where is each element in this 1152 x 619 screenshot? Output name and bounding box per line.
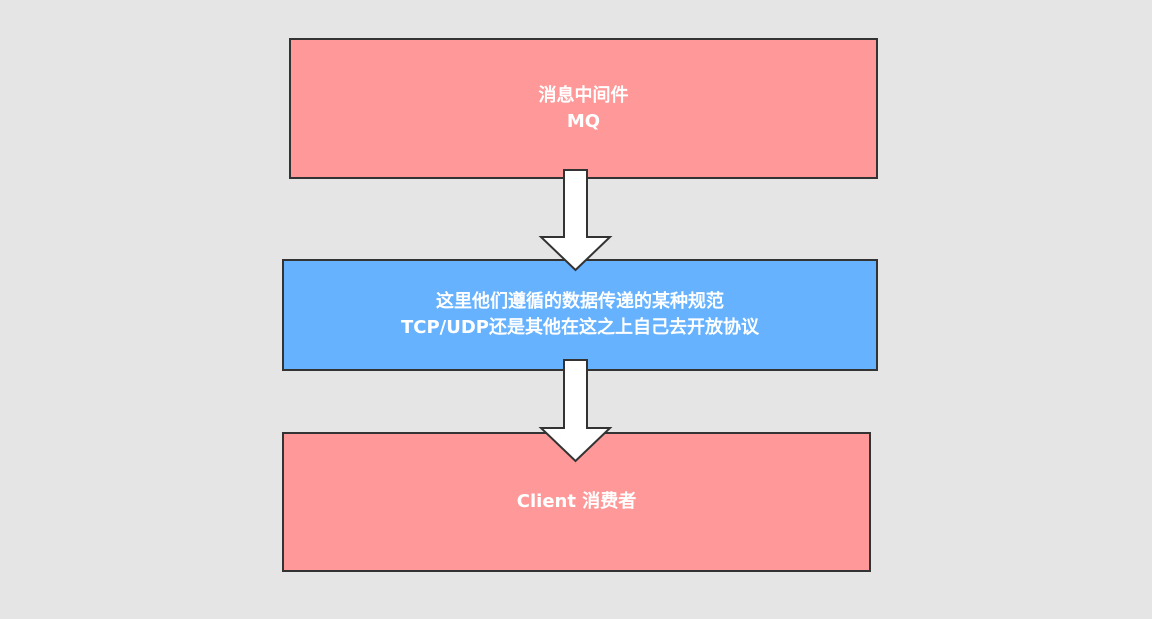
client-box-label: Client 消费者 — [516, 491, 637, 512]
arrow-protocol-to-client — [538, 359, 613, 463]
protocol-box-line-2: TCP/UDP还是其他在这之上自己去开放协议 — [400, 317, 759, 338]
protocol-box: 这里他们遵循的数据传递的某种规范 TCP/UDP还是其他在这之上自己去开放协议 — [282, 259, 878, 371]
mq-box-subtitle: MQ — [566, 110, 601, 132]
mq-box: 消息中间件 MQ — [289, 38, 878, 179]
arrow-mq-to-protocol — [538, 169, 613, 272]
mq-box-title: 消息中间件 — [538, 84, 629, 106]
protocol-box-line-1: 这里他们遵循的数据传递的某种规范 — [436, 291, 724, 312]
